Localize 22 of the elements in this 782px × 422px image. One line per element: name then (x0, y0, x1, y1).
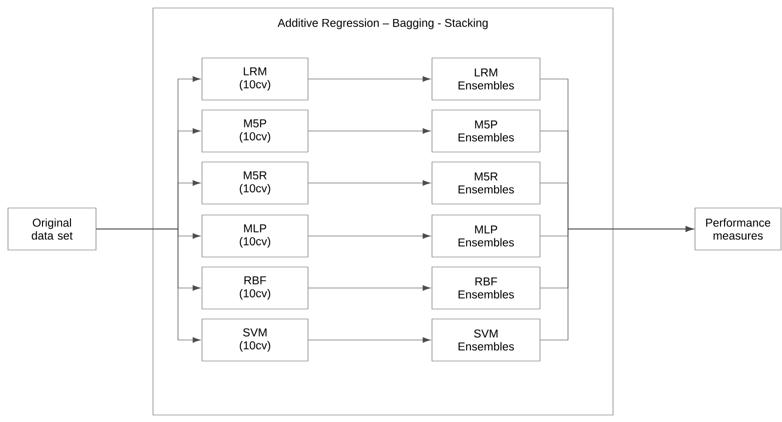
process-box: Original data set (8, 208, 96, 250)
process-box: M5R (10cv) (202, 162, 308, 204)
process-box: M5P (10cv) (202, 110, 308, 152)
process-box: RBF Ensembles (432, 266, 540, 310)
process-box: RBF (10cv) (202, 266, 308, 310)
arrow (96, 228, 201, 343)
arrow (308, 76, 431, 82)
process-box: Performance measures (694, 208, 782, 250)
process-box: LRM (10cv) (202, 58, 308, 100)
process-box: LRM Ensembles (432, 58, 540, 100)
arrow (308, 128, 431, 134)
arrow (308, 285, 431, 291)
process-box: MLP (10cv) (202, 214, 308, 258)
arrow (540, 226, 694, 340)
process-box: M5P Ensembles (432, 110, 540, 152)
process-box: MLP Ensembles (432, 214, 540, 258)
arrow (308, 337, 431, 343)
arrow (308, 180, 431, 186)
arrow (308, 233, 431, 239)
process-box: SVM (10cv) (202, 318, 308, 362)
process-box: M5R Ensembles (432, 162, 540, 204)
process-box: SVM Ensembles (432, 318, 540, 362)
